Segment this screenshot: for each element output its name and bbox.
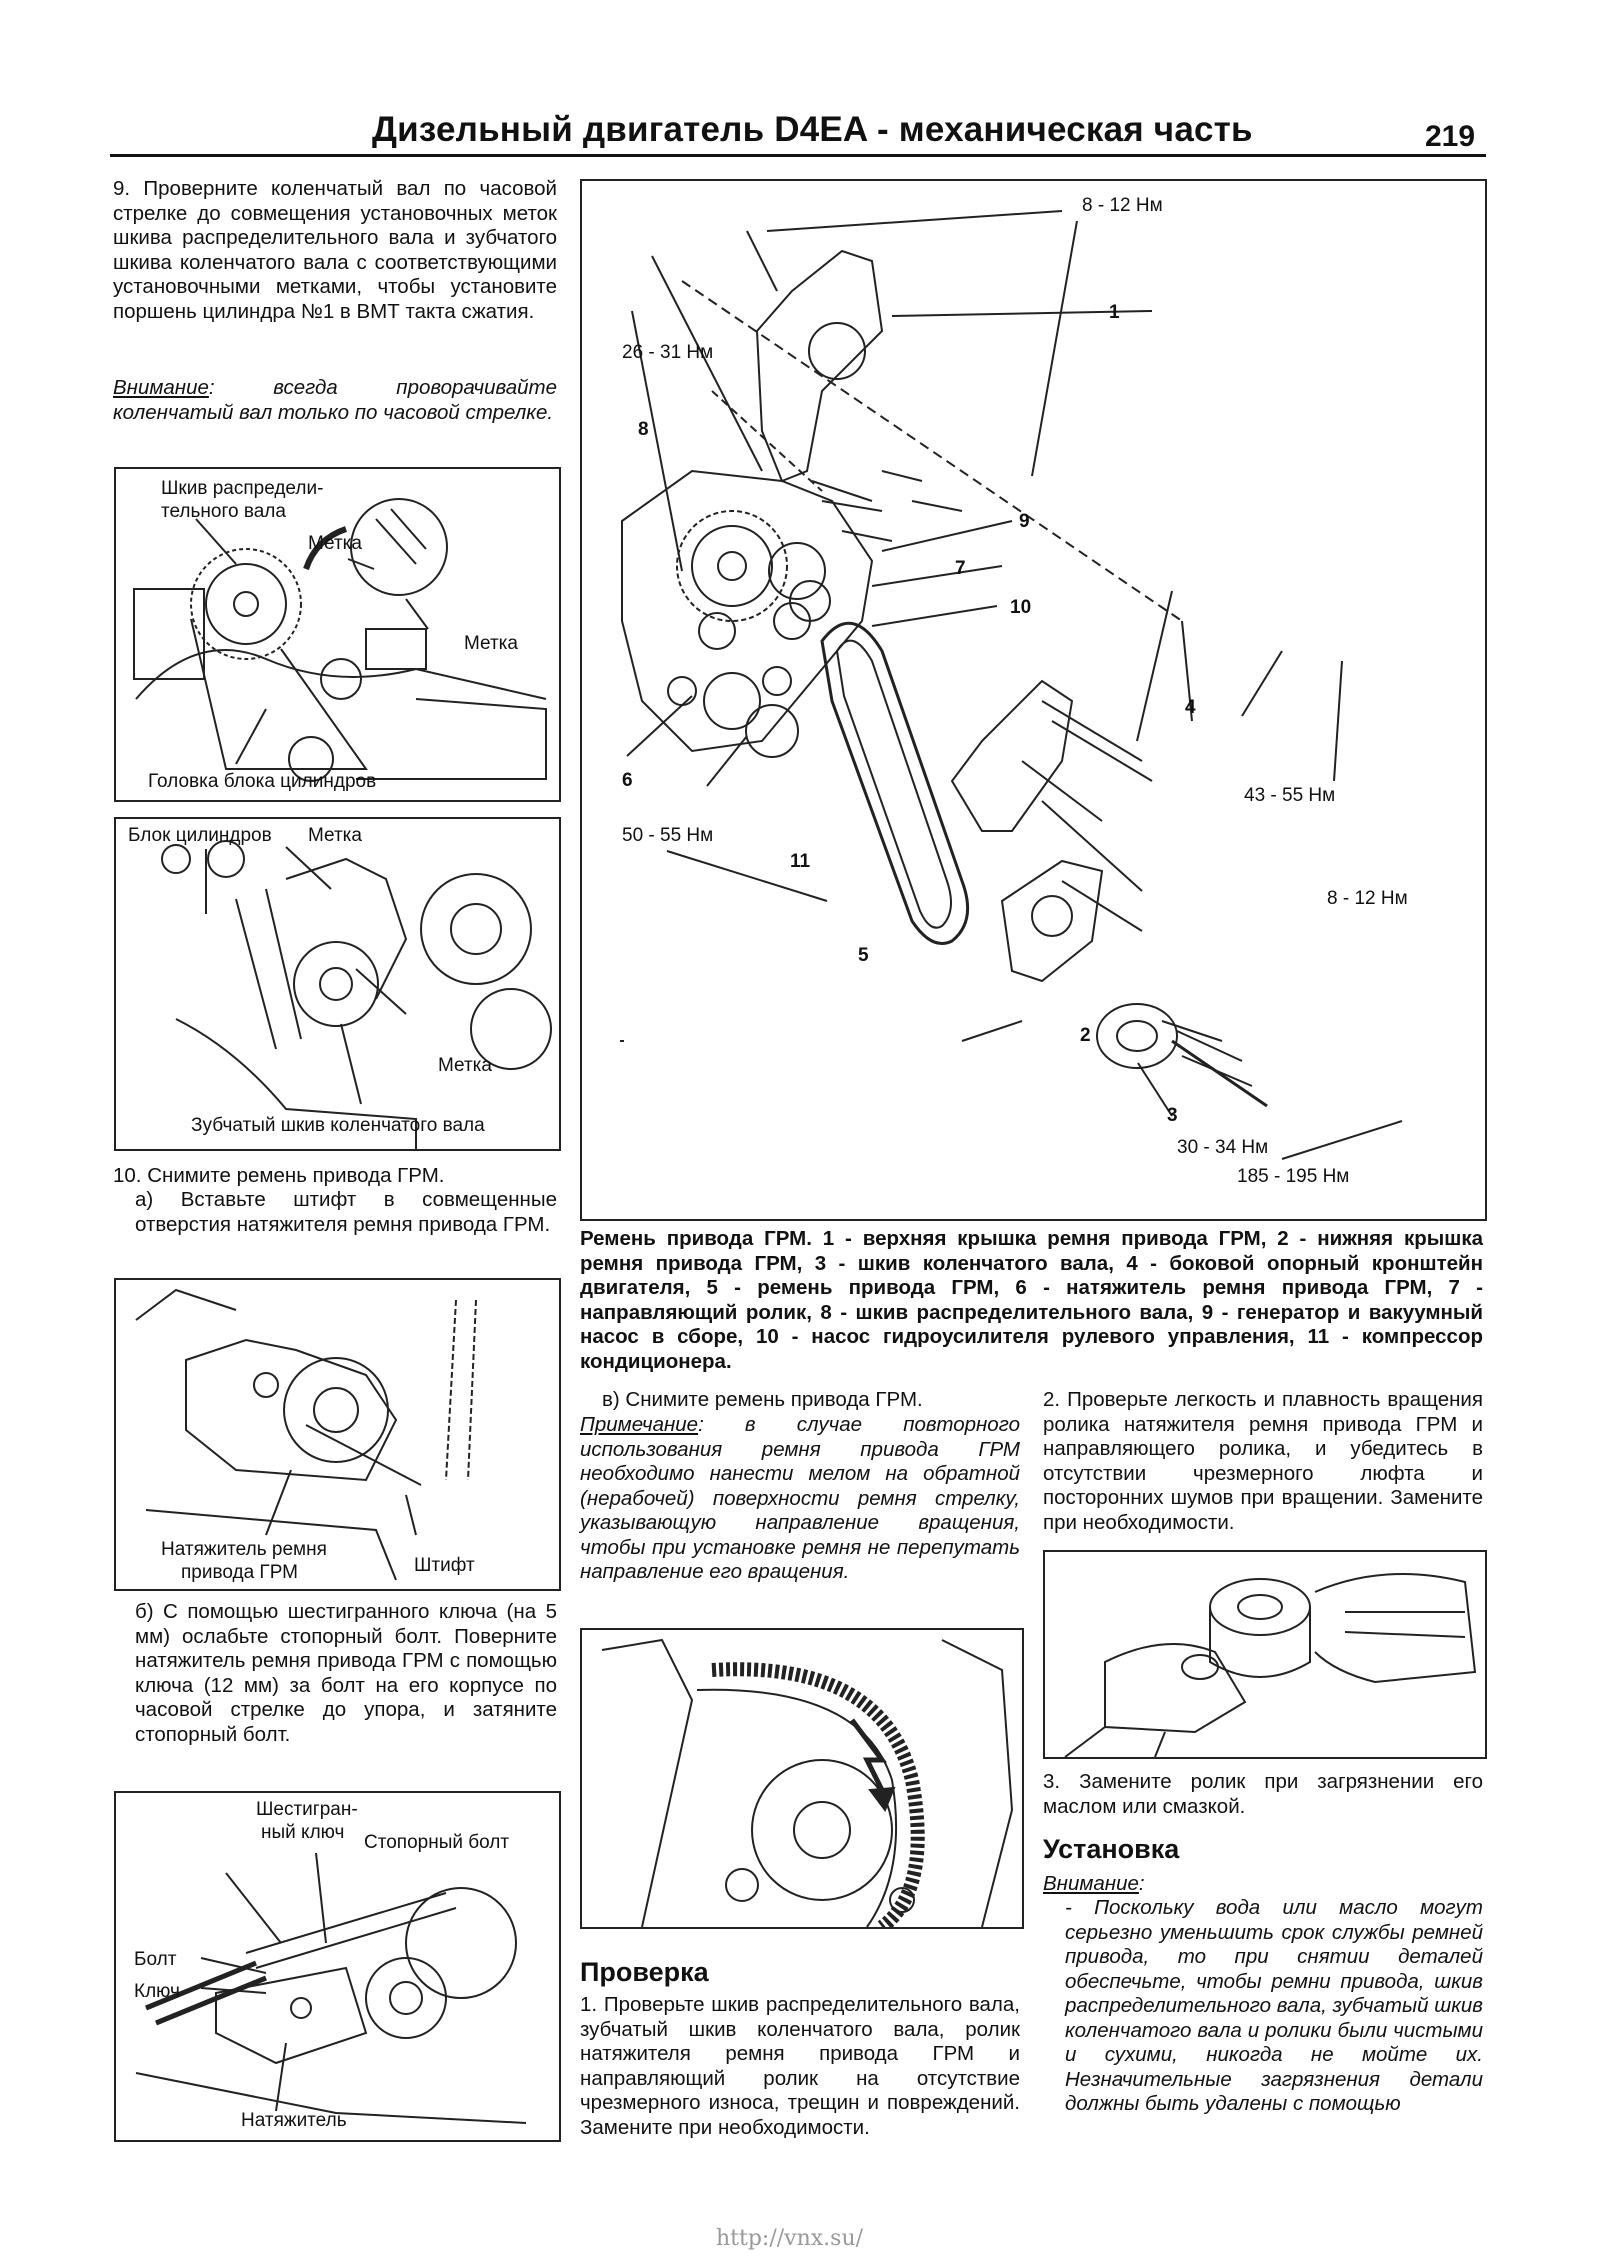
callout-1: 1 xyxy=(1109,302,1120,323)
warning-1: Внимание: всегда проворачивайте коленчат… xyxy=(113,376,557,425)
figure-timing-belt-exploded: 8 - 12 Нм 26 - 31 Нм 43 - 55 Нм 8 - 12 Н… xyxy=(580,179,1487,1221)
note-label: Примечание xyxy=(580,1413,699,1436)
install-warning-label-line: Внимание: xyxy=(1043,1872,1145,1895)
fig2-label-crank: Зубчатый шкив коленчатого вала xyxy=(191,1115,485,1136)
callout-3: 3 xyxy=(1167,1105,1178,1126)
figure-crankshaft-marks: Блок цилиндров Метка Метка Зубчатый шкив… xyxy=(114,817,561,1151)
belt-arrow-illustration xyxy=(601,1638,1014,1927)
figure-camshaft-marks: Шкив распредели- тельного вала Метка Мет… xyxy=(114,467,561,802)
note-text: : в случае повторного использования ремн… xyxy=(580,1413,1020,1583)
fig4-label-lockbolt: Стопорный болт xyxy=(364,1832,509,1853)
check-3-text: 3. Замените ролик при загрязнении его ма… xyxy=(1043,1770,1483,1818)
crankshaft-illustration: Блок цилиндров Метка Метка Зубчатый шкив… xyxy=(128,825,552,1149)
figure-tensioner-lock: Шестигран- ный ключ Стопорный болт Болт … xyxy=(114,1791,561,2142)
fig4-label-hexkey-2: ный ключ xyxy=(261,1822,344,1843)
step-10a-text: а) Вставьте штифт в совмещенные отверсти… xyxy=(135,1188,557,1236)
check-1-text: 1. Проверьте шкив распределительного вал… xyxy=(580,1993,1020,2139)
fig1-label-head: Головка блока цилиндров xyxy=(148,771,376,792)
figure-tensioner-pin: Натяжитель ремня привода ГРМ Штифт xyxy=(114,1278,561,1591)
main-figure-caption: Ремень привода ГРМ. 1 - верхняя крышка р… xyxy=(580,1227,1483,1373)
note-block: Примечание: в случае повторного использо… xyxy=(580,1413,1020,1585)
page-number: 219 xyxy=(1425,120,1476,153)
fig2-label-mark-2: Метка xyxy=(438,1055,492,1076)
fig3-label-tensioner-1: Натяжитель ремня xyxy=(161,1539,327,1560)
check-2-text: 2. Проверьте легкость и плавность вращен… xyxy=(1043,1388,1483,1534)
figure-belt-arrow xyxy=(580,1628,1024,1929)
install-warning-text: - Поскольку вода или масло могут серьезн… xyxy=(1065,1896,1483,2115)
fig1-label-camshaft-1: Шкив распредели- xyxy=(161,478,323,499)
callout-2: 2 xyxy=(1080,1025,1091,1046)
callout-7: 7 xyxy=(955,558,966,579)
roller-check-illustration xyxy=(1064,1573,1477,1757)
fig2-label-block: Блок цилиндров xyxy=(128,825,272,846)
torque-crank-1: 30 - 34 Нм xyxy=(1177,1137,1268,1158)
camshaft-illustration: Шкив распредели- тельного вала Метка Мет… xyxy=(133,478,547,792)
tensioner-lock-illustration: Шестигран- ный ключ Стопорный болт Болт … xyxy=(134,1799,527,2131)
fig1-label-camshaft-2: тельного вала xyxy=(161,501,286,522)
check-heading: Проверка xyxy=(580,1957,709,1987)
step-v-text: в) Снимите ремень привода ГРМ. xyxy=(602,1388,923,1411)
fig2-label-mark-1: Метка xyxy=(308,825,362,846)
page-title: Дизельный двигатель D4EA - механическая … xyxy=(372,110,1253,149)
step-9-text: 9. Проверните коленчатый вал по часовой … xyxy=(113,177,557,323)
fig1-label-mark-1: Метка xyxy=(308,533,362,554)
figure-roller-check xyxy=(1043,1550,1487,1759)
callout-11: 11 xyxy=(790,851,811,872)
fig3-label-tensioner-2: привода ГРМ xyxy=(181,1562,298,1583)
warning-1-label: Внимание xyxy=(113,376,209,399)
warning-1-text: : всегда проворачивайте коленчатый вал т… xyxy=(113,376,557,424)
fig4-label-tensioner: Натяжитель xyxy=(241,2110,347,2131)
callout-8: 8 xyxy=(638,419,649,440)
step-10-text: 10. Снимите ремень привода ГРМ. xyxy=(113,1164,445,1187)
install-heading: Установка xyxy=(1043,1834,1180,1864)
header-rule xyxy=(110,154,1486,157)
callout-10: 10 xyxy=(1010,597,1031,618)
fig1-label-mark-2: Метка xyxy=(464,633,518,654)
fig4-label-wrench: Ключ xyxy=(134,1981,180,2002)
step-10b-text: б) С помощью шестигранного ключа (на 5 м… xyxy=(135,1600,557,1746)
torque-upper-left: 26 - 31 Нм xyxy=(622,342,713,363)
install-warning-label: Внимание xyxy=(1043,1872,1139,1895)
timing-belt-exploded-illustration: 8 - 12 Нм 26 - 31 Нм 43 - 55 Нм 8 - 12 Н… xyxy=(620,195,1408,1187)
fig3-label-pin: Штифт xyxy=(414,1555,475,1576)
callout-9: 9 xyxy=(1019,511,1030,532)
fig4-label-hexkey-1: Шестигран- xyxy=(256,1799,358,1820)
torque-bracket: 43 - 55 Нм xyxy=(1244,785,1335,806)
fig4-label-bolt: Болт xyxy=(134,1949,177,1970)
tensioner-pin-illustration: Натяжитель ремня привода ГРМ Штифт xyxy=(135,1288,477,1583)
torque-crank-2: 185 - 195 Нм xyxy=(1237,1166,1349,1187)
torque-lower-cover: 8 - 12 Нм xyxy=(1327,888,1408,909)
torque-top-right: 8 - 12 Нм xyxy=(1082,195,1163,216)
callout-5: 5 xyxy=(858,945,869,966)
torque-tensioner: 50 - 55 Нм xyxy=(622,825,713,846)
callout-4: 4 xyxy=(1185,697,1196,718)
callout-6: 6 xyxy=(622,770,633,791)
footer-url: http://vnx.su/ xyxy=(716,2226,864,2251)
